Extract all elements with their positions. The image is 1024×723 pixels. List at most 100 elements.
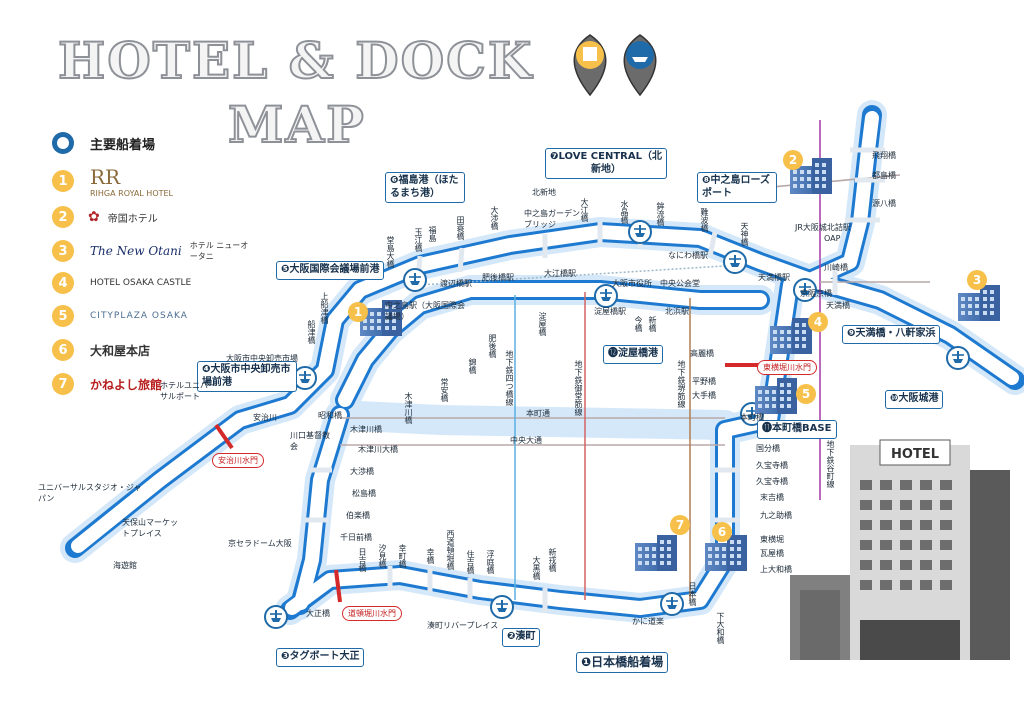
bridge-hirano: 平野橋 <box>692 377 716 386</box>
place-kani: かに道楽 <box>632 617 664 626</box>
bridge-higashi: 東横堀 <box>760 535 784 544</box>
place-central-hall: 中央公会堂 <box>660 279 700 288</box>
bridge-nipponbashi: 日本橋 <box>688 582 697 606</box>
place-higobashi: 肥後橋駅 <box>482 273 514 282</box>
bridge-miyakojima: 都島橋 <box>872 171 896 180</box>
line-midosuji: 地下鉄御堂筋線 <box>574 360 583 416</box>
bridge-kokubu: 国分橋 <box>756 444 780 453</box>
bridge-sachi: 幸町橋 <box>398 544 407 568</box>
legend-badge: 7 <box>52 373 74 395</box>
place-tenmabashi-sta: 天満橋駅 <box>758 273 790 282</box>
dock-label-1: ❶日本橋船着場 <box>576 652 669 673</box>
lock-label-dotonbori: 道頓堀川水門 <box>342 606 402 621</box>
place-hotel-universal: ホテルユニバーサルポート <box>160 381 216 401</box>
street-chuo: 中央大通 <box>510 436 542 445</box>
dock-label-3: ❸タグボート大正 <box>276 648 365 667</box>
map-title-line2: MAP <box>227 95 366 154</box>
bridge-higo: 肥後橋 <box>488 334 497 358</box>
badge-3: 3 <box>973 273 981 287</box>
legend-hotel-name: CITYPLAZA OSAKA <box>90 311 188 321</box>
big-hotel-sign: HOTEL <box>891 447 939 462</box>
bridge-ohebashi: 大江橋 <box>580 198 589 222</box>
bridge-ukiyo: 浮庭橋 <box>486 550 495 574</box>
bridge-shinbashi: 新橋 <box>648 316 657 332</box>
bridge-honmachi: 本町橋 <box>740 413 764 422</box>
bridge-genpachi: 源八橋 <box>872 199 896 208</box>
bridge-shimo: 下大和橋 <box>716 612 725 644</box>
bridge-ohte: 大手橋 <box>692 391 716 400</box>
bridge-tamae-2: 玉江橋 <box>414 228 423 252</box>
bridge-hisho: 飛翔橋 <box>872 151 896 160</box>
legend-badge: 5 <box>52 305 74 327</box>
bridge-tosabori: 木津川橋 <box>404 392 413 424</box>
legend-hotel-3: 3 The New Otani ホテル ニューオータニ <box>52 238 250 264</box>
legend-hotel-name: 帝国ホテル <box>107 213 158 225</box>
place-tempozan: 天保山マーケットプレイス <box>122 518 178 538</box>
place-kyobashi: 京阪京橋 <box>800 289 832 298</box>
dock-label-7: ❼LOVE CENTRAL（北新地） <box>545 148 667 179</box>
place-kyocera: 京セラドーム大阪 <box>228 539 292 548</box>
dock-label-12: ⓬淀屋橋港 <box>603 345 663 364</box>
bridge-sennichi: 千日前橋 <box>340 533 372 542</box>
map-badges: 1 2 3 4 5 6 7 <box>348 150 987 542</box>
bridge-kyuno: 九之助橋 <box>760 511 792 520</box>
bridge-watanabe: 大渉橋 <box>490 206 499 230</box>
bridge-koraibashi: 高麗橋 <box>690 349 714 358</box>
dock-label-5: ❺大阪国際会議場前港 <box>276 261 385 280</box>
legend-badge: 4 <box>52 272 74 294</box>
bridge-uehonmachi: 上大和橋 <box>760 565 792 574</box>
dock-label-2: ❷湊町 <box>502 628 541 647</box>
bridge-ohashi: 大渉橋 <box>350 467 374 476</box>
bridge-dojima: 堂島大橋 <box>386 236 395 268</box>
legend-badge: 3 <box>52 240 74 262</box>
bridge-kawara: 瓦屋橋 <box>760 549 784 558</box>
bridge-taisho: 大正橋 <box>306 609 330 618</box>
bridge-kizugawa: 木津川大橋 <box>358 445 398 454</box>
badge-1: 1 <box>354 305 362 319</box>
bridge-hizen: 錦橋 <box>468 358 477 374</box>
bridge-kamino: 上船津橋 <box>320 292 329 324</box>
place-city-hall: 大阪市役所 <box>612 279 652 288</box>
legend-dock: 主要船着場 <box>52 130 155 156</box>
legend-hotel-name: RIHGA ROYAL HOTEL <box>90 188 174 198</box>
badge-7: 7 <box>676 518 684 532</box>
bridge-nishi-dotonbori: 西道頓堀橋 <box>446 530 455 570</box>
bridge-saiwai: 幸橋 <box>426 548 435 564</box>
line-tanimachi: 地下鉄谷町線 <box>826 440 835 488</box>
big-hotel-illustration: HOTEL <box>790 439 1010 660</box>
legend-badge: 1 <box>52 170 74 192</box>
dock-label-6: ❻福島港（ほたるまち港） <box>385 172 465 203</box>
bridge-shiomi: 汐見橋 <box>378 544 387 568</box>
legend-hotel-name: 大和屋本店 <box>90 343 151 358</box>
place-oebashi: 大江橋駅 <box>544 269 576 278</box>
place-minatomachi: 湊町リバープレイス <box>427 621 499 630</box>
lock-label-aji: 安治川水門 <box>212 453 264 468</box>
badge-6: 6 <box>718 525 726 539</box>
bridge-suisho: 水晶橋 <box>620 200 629 224</box>
badge-2: 2 <box>789 153 797 167</box>
bridge-shinebisu: 新戎橋 <box>548 548 557 572</box>
legend-hotel-name: かねよし旅館 <box>90 377 163 392</box>
place-yodoyabashi-sta: 淀屋橋駅 <box>594 307 626 316</box>
place-osaka-market: 大阪市中央卸売市場 <box>226 354 298 363</box>
legend-dock-label: 主要船着場 <box>90 137 156 153</box>
bridge-kizu: 木津川橋 <box>350 425 382 434</box>
bridge-tamae: 田蓑橋 <box>456 216 465 240</box>
rihga-logo: RR <box>90 164 121 189</box>
dock-label-9: ❾天満橋・八軒家浜 <box>842 325 941 344</box>
dock-label-10: ❿大阪城港 <box>885 390 944 409</box>
place-watanabe: 渡辺橋駅 <box>440 279 472 288</box>
dock-label-11: ⓫本町橋BASE <box>757 420 837 439</box>
place-usj: ユニバーサルスタジオ・ジャパン <box>38 483 142 503</box>
bridge-hakuraku: 伯楽橋 <box>346 511 370 520</box>
legend-hotel-sub: ホテル ニューオータニ <box>189 241 249 261</box>
legend-badge: 2 <box>52 206 74 228</box>
dock-label-8: ❽中之島ローズポート <box>697 172 777 203</box>
imperial-crest-icon: ✿ <box>88 209 100 225</box>
bridge-imabashi: 今橋 <box>634 316 643 332</box>
legend-badge: 6 <box>52 339 74 361</box>
legend-hotel-4: 4 HOTEL OSAKA CASTLE <box>52 270 191 296</box>
bridge-suehiro: 末吉橋 <box>760 493 784 502</box>
river-aji: 安治川 <box>253 413 277 422</box>
